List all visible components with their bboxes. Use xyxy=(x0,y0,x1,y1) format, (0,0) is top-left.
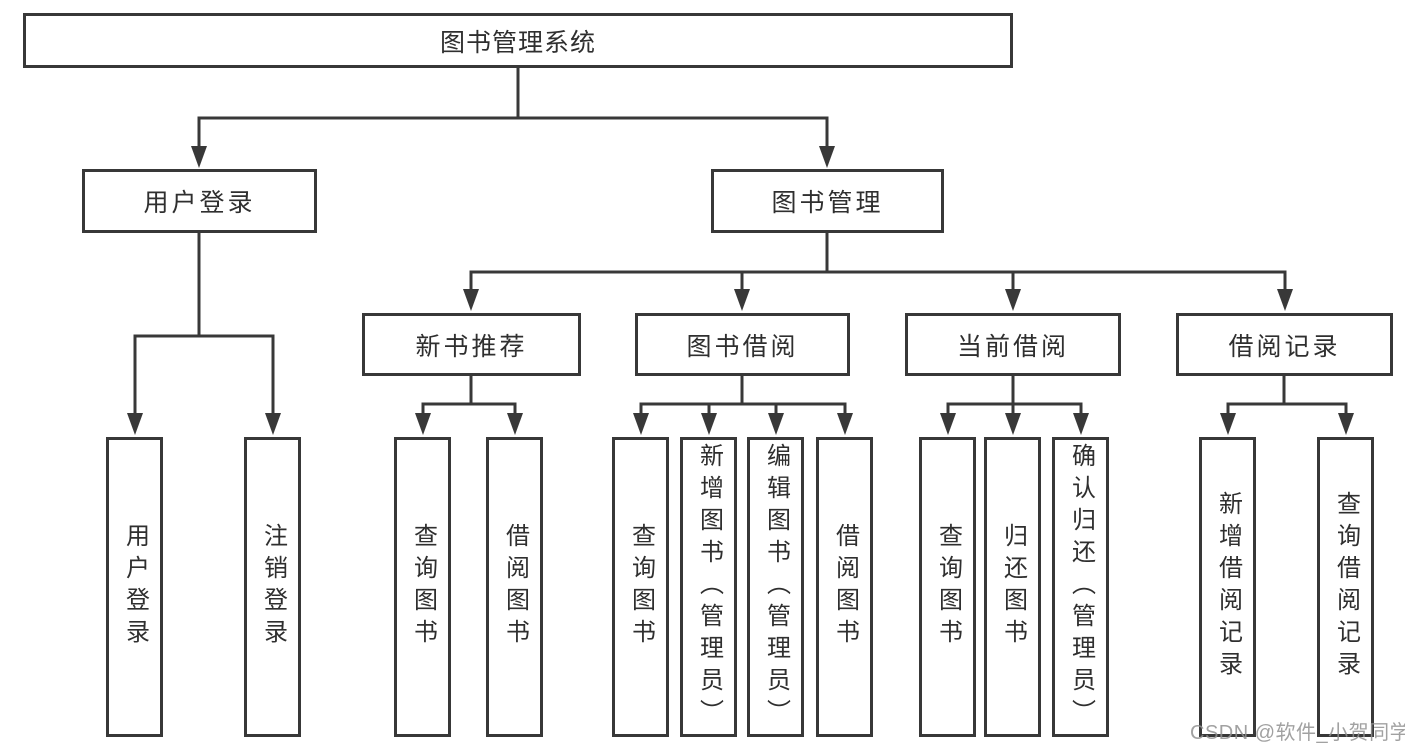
leaf-return-books: 归还图书 xyxy=(984,437,1041,737)
arrowhead-icon xyxy=(1073,413,1089,435)
node-label: 新书推荐 xyxy=(415,332,528,361)
leaf-logout: 注销登录 xyxy=(244,437,301,737)
arrowhead-icon xyxy=(463,289,479,311)
arrowhead-icon xyxy=(1005,413,1021,435)
node-book-borrowing: 图书借阅 xyxy=(635,313,850,376)
arrowhead-icon xyxy=(734,289,750,311)
node-new-book-recommend: 新书推荐 xyxy=(362,313,581,376)
arrowhead-icon xyxy=(940,413,956,435)
node-user-login: 用户登录 xyxy=(82,169,317,233)
node-book-management: 图书管理 xyxy=(711,169,944,233)
node-current-borrowing: 当前借阅 xyxy=(905,313,1121,376)
leaf-borrow-books-1: 借阅图书 xyxy=(486,437,543,737)
leaf-query-books-2: 查询图书 xyxy=(612,437,669,737)
arrowhead-icon xyxy=(819,146,835,168)
arrowhead-icon xyxy=(701,413,717,435)
node-borrowing-records: 借阅记录 xyxy=(1176,313,1393,376)
node-label: 用户登录 xyxy=(143,189,256,217)
csdn-watermark: CSDN @软件_小贺同学 xyxy=(1190,722,1405,744)
leaf-add-borrow-record: 新增借阅记录 xyxy=(1199,437,1256,737)
arrowhead-icon xyxy=(837,413,853,435)
leaf-edit-books-admin: 编辑图书（管理员） xyxy=(747,437,804,737)
leaf-confirm-return-admin: 确认归还（管理员） xyxy=(1052,437,1109,737)
node-label: 图书管理 xyxy=(771,189,884,217)
node-library-management-system: 图书管理系统 xyxy=(23,13,1013,68)
arrowhead-icon xyxy=(1277,289,1293,311)
arrowhead-icon xyxy=(768,413,784,435)
leaf-add-books-admin: 新增图书（管理员） xyxy=(680,437,737,737)
leaf-user-login: 用户登录 xyxy=(106,437,163,737)
node-label: 当前借阅 xyxy=(956,332,1069,361)
leaf-borrow-books-2: 借阅图书 xyxy=(816,437,873,737)
arrowhead-icon xyxy=(1338,413,1354,435)
arrowhead-icon xyxy=(1005,289,1021,311)
node-label: 借阅记录 xyxy=(1228,332,1341,361)
arrowhead-icon xyxy=(191,146,207,168)
arrowhead-icon xyxy=(1220,413,1236,435)
arrowhead-icon xyxy=(265,413,281,435)
leaf-query-borrow-record: 查询借阅记录 xyxy=(1317,437,1374,737)
arrowhead-icon xyxy=(633,413,649,435)
node-label: 图书管理系统 xyxy=(439,28,596,57)
leaf-query-books-3: 查询图书 xyxy=(919,437,976,737)
leaf-query-books-1: 查询图书 xyxy=(394,437,451,737)
arrowhead-icon xyxy=(127,413,143,435)
tree-edges xyxy=(133,66,1348,420)
arrowhead-icon xyxy=(507,413,523,435)
arrowhead-icon xyxy=(415,413,431,435)
node-label: 图书借阅 xyxy=(686,332,799,361)
